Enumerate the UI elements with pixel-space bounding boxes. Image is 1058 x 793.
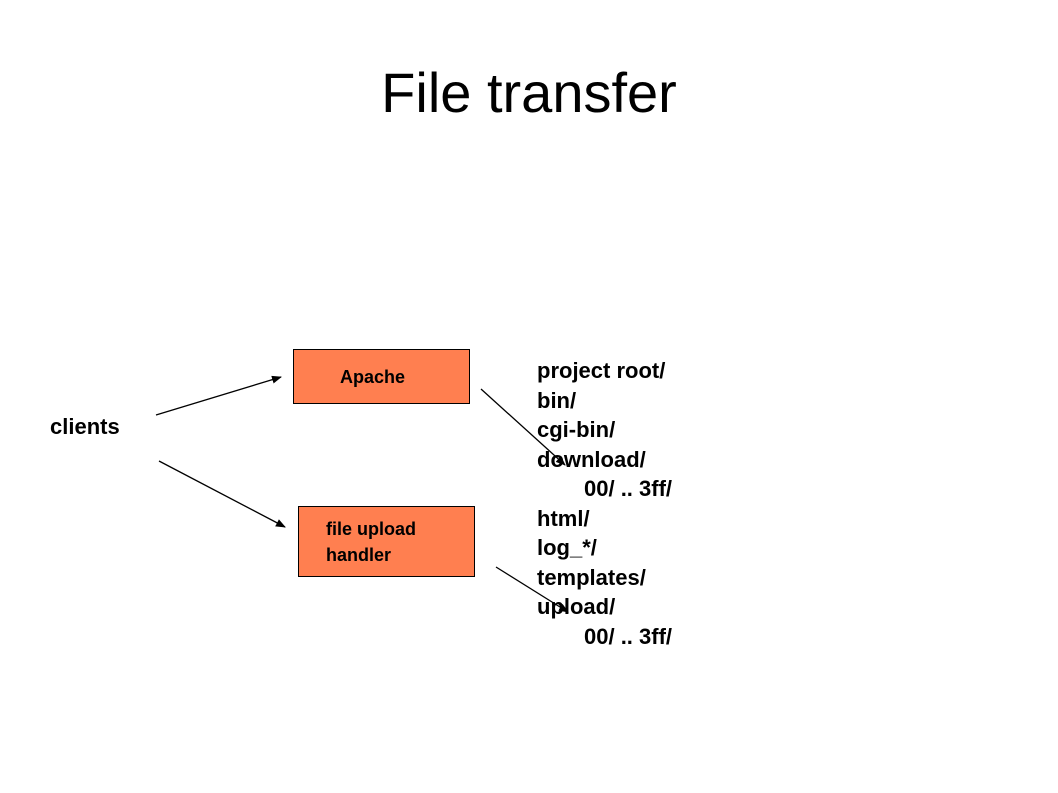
dir-item-upload: upload/ xyxy=(537,594,616,619)
dir-item-cgi-bin: cgi-bin/ xyxy=(537,417,616,442)
dir-item-upload-subdirs: 00/ .. 3ff/ xyxy=(584,623,673,649)
clients-label: clients xyxy=(50,414,120,439)
dir-item-bin: bin/ xyxy=(537,387,577,413)
apache-label: Apache xyxy=(340,367,406,387)
dir-item-templates: templates/ xyxy=(537,564,646,590)
dir-item-log: log_*/ xyxy=(537,535,597,560)
dir-item-project-root: project root/ xyxy=(537,358,666,383)
file-upload-handler-box: file upload handler xyxy=(298,506,475,577)
arrow-clients-to-upload-handler xyxy=(158,460,286,528)
dir-item-html: html/ xyxy=(537,505,590,531)
dir-item-download-subdirs: 00/ .. 3ff/ xyxy=(584,476,673,501)
file-upload-handler-label: file upload handler xyxy=(326,519,416,565)
directory-tree: project root/ bin/ cgi-bin/ download/ 00… xyxy=(537,356,672,651)
slide-title: File transfer xyxy=(381,61,677,124)
arrow-clients-to-apache xyxy=(155,375,282,416)
dir-item-download: download/ xyxy=(537,446,646,472)
apache-box: Apache xyxy=(293,349,470,404)
